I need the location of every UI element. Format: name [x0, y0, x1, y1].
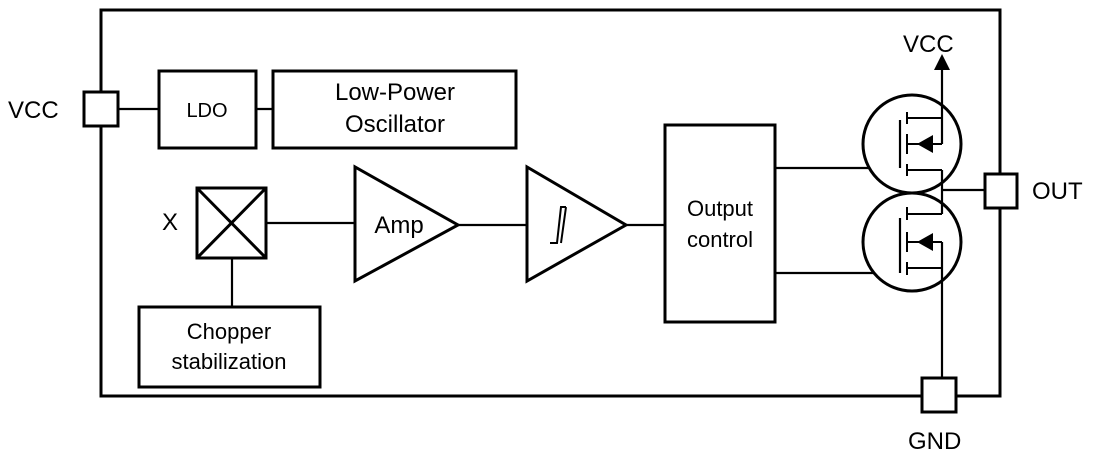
- output-control-label-line2: control: [687, 227, 753, 252]
- chopper-label-line2: stabilization: [172, 349, 287, 374]
- ldo-block: [157, 69, 258, 150]
- x-label: X: [162, 209, 178, 236]
- ldo-label: LDO: [186, 100, 227, 122]
- gnd-label: GND: [908, 428, 961, 455]
- chopper-label-line1: Chopper: [187, 319, 271, 344]
- gnd-pin: [920, 376, 958, 414]
- vcc-pin: [82, 90, 120, 128]
- oscillator-label-line1: Low-Power: [335, 79, 455, 106]
- schmitt-trigger: [525, 164, 630, 284]
- amp-triangle: [353, 164, 462, 284]
- oscillator-block: [271, 69, 518, 150]
- out-pin: [983, 172, 1019, 210]
- out-label: OUT: [1032, 178, 1083, 205]
- vcc-left-label: VCC: [8, 97, 59, 124]
- hall-element: [195, 186, 268, 260]
- output-control-block: [663, 123, 777, 324]
- hysteresis-icon: [550, 206, 567, 244]
- high-side-mosfet: [861, 70, 963, 195]
- output-control-label-line1: Output: [687, 196, 753, 221]
- low-side-mosfet: [861, 190, 963, 378]
- amp-label: Amp: [374, 212, 423, 239]
- vcc-arrow-icon: [934, 54, 950, 70]
- vcc-top-label: VCC: [903, 31, 954, 58]
- chopper-block: [137, 305, 322, 389]
- oscillator-label-line2: Oscillator: [345, 111, 445, 138]
